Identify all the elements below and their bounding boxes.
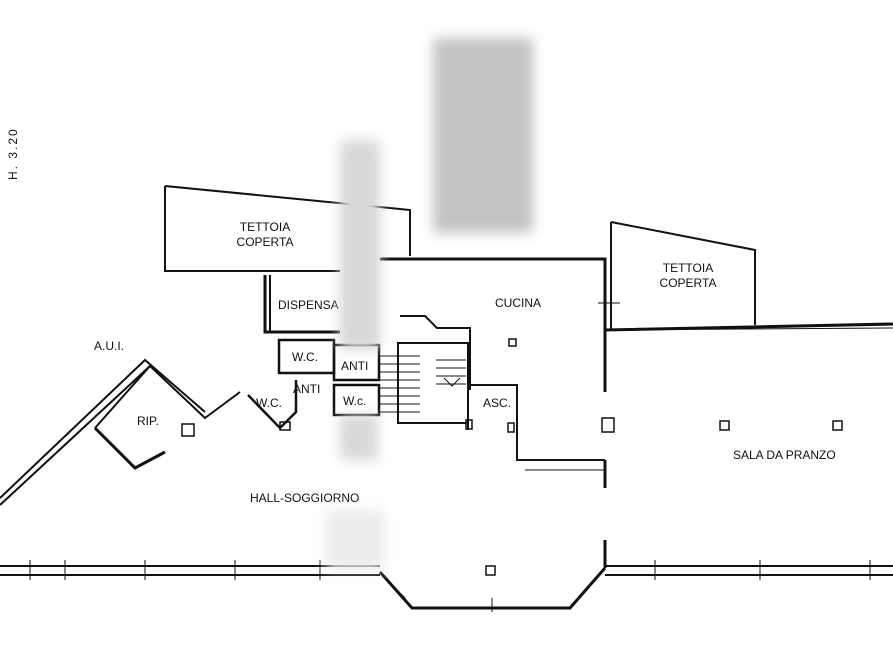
exterior-walls <box>380 257 893 568</box>
blurred-patch-bottom <box>326 510 384 570</box>
blurred-patch-middle <box>340 140 380 350</box>
dispensa-room: DISPENSA <box>263 275 340 334</box>
svg-text:W.C.: W.C. <box>256 396 282 410</box>
svg-text:COPERTA: COPERTA <box>660 276 717 290</box>
tettoia-left: TETTOIA COPERTA <box>164 185 411 272</box>
svg-text:HALL-SOGGIORNO: HALL-SOGGIORNO <box>250 491 359 505</box>
svg-text:W.C.: W.C. <box>292 350 318 364</box>
blurred-patch-lower <box>340 415 378 460</box>
svg-text:DISPENSA: DISPENSA <box>278 298 339 312</box>
ascensore: ASC. <box>467 384 605 471</box>
south-facade <box>0 560 893 612</box>
svg-text:ANTI: ANTI <box>293 382 320 396</box>
svg-text:A.U.I.: A.U.I. <box>94 339 124 353</box>
cucina-room: CUCINA <box>400 296 541 390</box>
svg-text:SALA DA PRANZO: SALA DA PRANZO <box>733 448 836 462</box>
svg-text:RIP.: RIP. <box>137 414 159 428</box>
svg-text:TETTOIA: TETTOIA <box>663 261 713 275</box>
tettoia-right: TETTOIA COPERTA <box>610 221 756 330</box>
svg-text:W.c.: W.c. <box>343 394 366 408</box>
wc-block: W.C. ANTI ANTI W.c. W.C. <box>247 338 381 431</box>
svg-text:ANTI: ANTI <box>341 359 368 373</box>
svg-text:COPERTA: COPERTA <box>237 235 294 249</box>
svg-text:CUCINA: CUCINA <box>495 296 541 310</box>
hall-soggiorno: HALL-SOGGIORNO <box>250 419 515 576</box>
height-label: H. 3.20 <box>6 127 20 180</box>
svg-text:TETTOIA: TETTOIA <box>240 220 290 234</box>
sala-da-pranzo: SALA DA PRANZO <box>601 417 843 462</box>
aui-area: A.U.I. RIP. <box>0 339 241 506</box>
blurred-patch-top <box>433 38 533 233</box>
staircase <box>380 342 469 424</box>
svg-text:ASC.: ASC. <box>483 396 511 410</box>
